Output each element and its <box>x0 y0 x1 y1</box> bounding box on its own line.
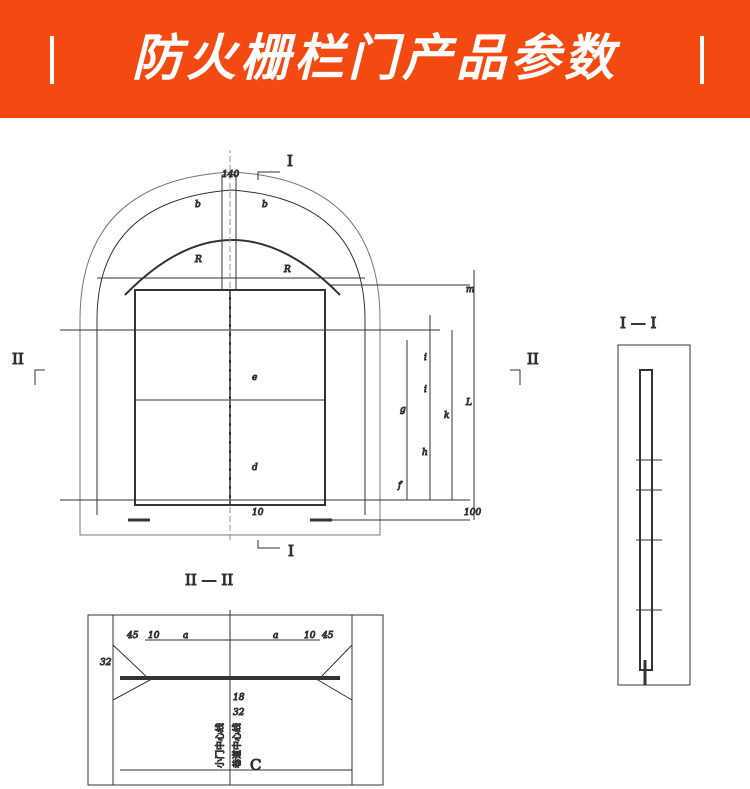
dim-45-right: 45 <box>321 631 334 641</box>
technical-drawing: I I II II 140 b b R R e d 10 f g h i i k… <box>12 150 691 786</box>
dim-i2: i <box>424 385 427 395</box>
section-mark-bottom: I <box>288 542 294 560</box>
front-view <box>34 150 521 549</box>
page-title: 防火栅栏门产品参数 <box>132 29 618 87</box>
side-view <box>617 344 691 686</box>
dim-e: e <box>252 373 257 383</box>
section-mark-right: II <box>527 350 539 368</box>
title-bar-right <box>700 36 704 84</box>
dim-i: i <box>424 353 427 363</box>
tunnel-centerline-label: 巷道中心线 <box>231 723 243 768</box>
dim-r1: R <box>194 255 202 265</box>
section-mark-left: II <box>12 350 24 368</box>
dim-10-left: 10 <box>148 631 160 641</box>
dim-k: k <box>444 411 449 421</box>
dim-g: g <box>400 405 406 415</box>
dim-c: C <box>250 756 261 774</box>
dim-b1: b <box>195 200 201 210</box>
dim-a-right: a <box>273 631 278 641</box>
header-banner: 防火栅栏门产品参数 <box>0 0 750 118</box>
dim-45-left: 45 <box>126 631 139 641</box>
dim-a-left: a <box>183 631 188 641</box>
dim-32-center: 32 <box>233 708 245 718</box>
plan-view <box>87 610 384 786</box>
small-door-centerline-label: 小门中心线 <box>214 723 226 768</box>
dim-140: 140 <box>222 170 239 180</box>
dim-18: 18 <box>233 693 245 703</box>
dim-32: 32 <box>100 658 112 668</box>
dim-r2: R <box>283 265 291 275</box>
dim-d: d <box>252 463 258 473</box>
section-mark-top: I <box>287 152 293 170</box>
dim-10: 10 <box>252 508 264 518</box>
dim-h: h <box>422 448 428 458</box>
dim-b2: b <box>262 200 268 210</box>
plan-view-label: II — II <box>185 571 233 589</box>
dim-10-right: 10 <box>304 631 316 641</box>
dim-m: m <box>466 285 475 295</box>
dim-L: L <box>465 398 472 408</box>
dim-100: 100 <box>464 508 481 518</box>
side-view-label: I — I <box>620 314 656 332</box>
dim-f: f <box>397 481 403 491</box>
title-bar-left <box>50 36 54 84</box>
